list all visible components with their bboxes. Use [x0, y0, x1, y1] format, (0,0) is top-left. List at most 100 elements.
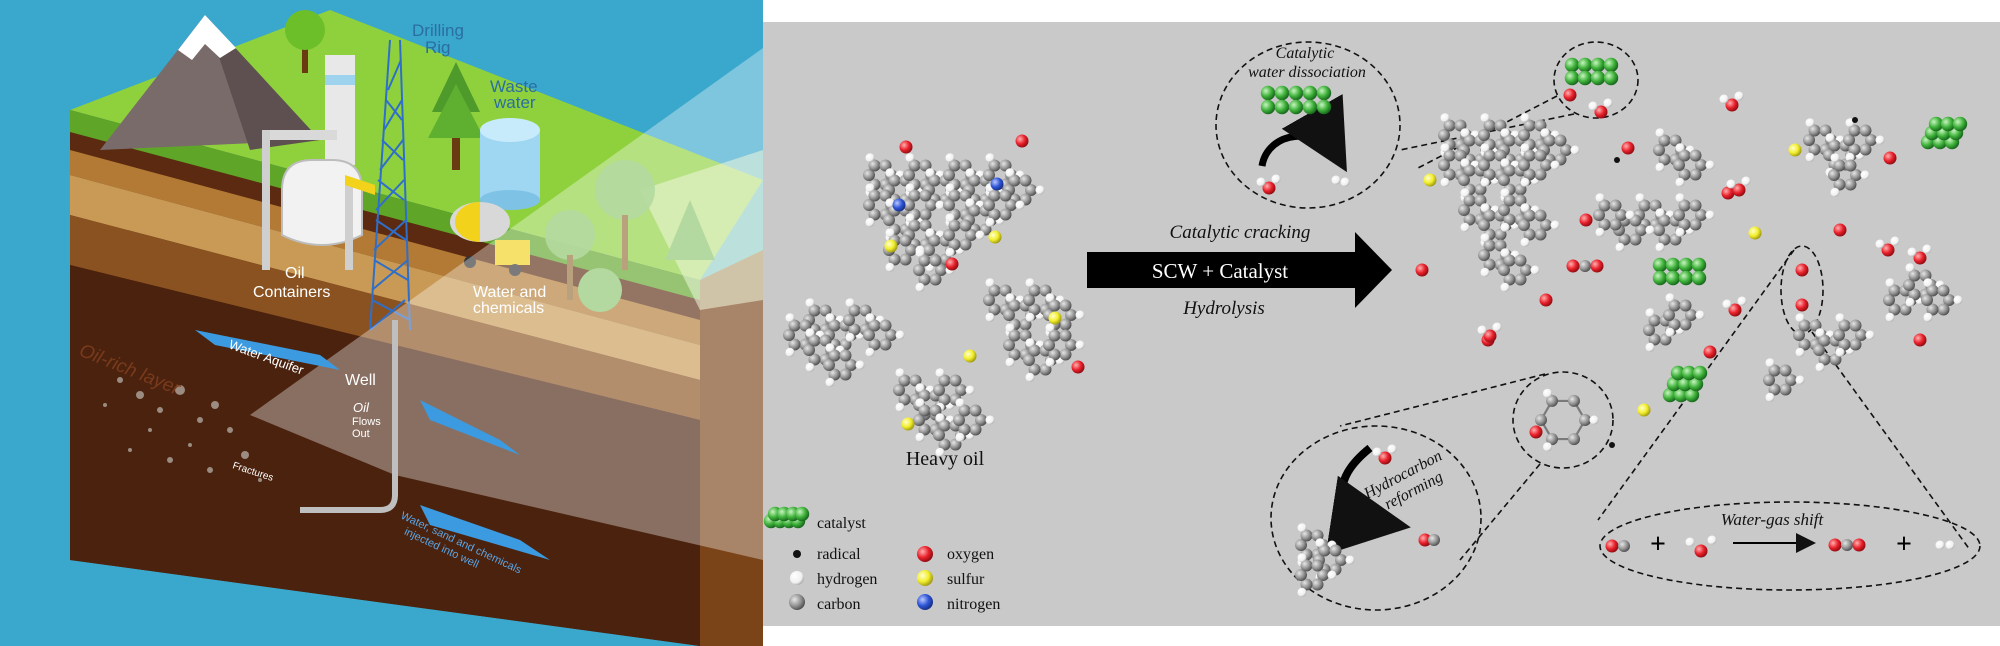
hydrogen-atom [1035, 185, 1045, 195]
carbon-atom [1828, 169, 1840, 181]
carbon-atom [1540, 159, 1552, 171]
hydrogen-atom [1737, 296, 1747, 306]
carbon-atom [1658, 233, 1671, 246]
hydrogen-atom [915, 248, 925, 258]
carbon-atom [969, 423, 982, 436]
carbon-atom [1609, 218, 1622, 231]
carbon-atom [1523, 209, 1536, 222]
dissociation-curved-arrow [1258, 94, 1347, 173]
carbon-atom [1295, 569, 1307, 581]
hydrogen-atom [1815, 362, 1825, 372]
carbon-atom [949, 374, 962, 387]
hydrogen-atom [1480, 203, 1490, 213]
hydrogen-atom [1655, 208, 1665, 218]
hydrogen-atom [1460, 158, 1470, 168]
legend-catalyst-label: catalyst [817, 515, 866, 532]
carbon-atom [1560, 144, 1572, 156]
hydrogen-atom [1905, 297, 1915, 307]
carbon-atom [828, 368, 841, 381]
oxygen-atom [1590, 259, 1604, 273]
hydrogen-atom [1550, 160, 1560, 170]
catalyst-atom [794, 506, 810, 522]
carbon-atom [1458, 204, 1470, 216]
carbon-atom [1028, 344, 1041, 357]
carbon-atom [953, 414, 965, 426]
hydrogen-atom [1025, 372, 1035, 382]
hydrogen-atom [1372, 447, 1382, 457]
carbon-atom [1653, 144, 1665, 156]
carbon-atom [863, 169, 875, 181]
hydrogen-atom [1005, 168, 1015, 178]
hydrogen-atom [1500, 248, 1510, 258]
carbon-atom [1048, 329, 1061, 342]
carbon-atom [988, 303, 1001, 316]
hydrogen-atom [865, 183, 875, 193]
carbon-atom [1926, 303, 1939, 316]
carbon-atom [1019, 174, 1032, 187]
carbon-atom [1609, 199, 1622, 212]
carbon-atom [1534, 228, 1547, 241]
carbon-atom [908, 159, 921, 172]
carbon-atom [1003, 339, 1015, 351]
carbon-atom [883, 214, 895, 226]
carbon-atom [1678, 168, 1691, 181]
catalyst-atom [1274, 85, 1290, 101]
carbon-atom [1540, 219, 1552, 231]
oxygen-atom [1795, 298, 1809, 312]
catalyst-atom [1564, 70, 1580, 86]
carbon-atom [1311, 559, 1324, 572]
hydrogen-atom [1719, 94, 1729, 104]
carbon-atom [903, 199, 915, 211]
catalytic-cracking-label: Catalytic cracking [1170, 222, 1311, 243]
sulfur-atom [1788, 143, 1802, 157]
carbon-atom [1653, 224, 1665, 236]
sulfur-atom [901, 417, 915, 431]
carbon-atom [1818, 334, 1831, 347]
carbon-atom [1579, 414, 1591, 426]
hydrogen-atom [1460, 222, 1470, 232]
drilling-rig-label: Drilling Rig [412, 21, 469, 57]
catalyst-atom [1260, 99, 1276, 115]
water-aquifer-band [195, 330, 340, 370]
carbon-atom [1059, 299, 1072, 312]
hydrogen-atom [1625, 210, 1635, 220]
carbon-atom [1503, 164, 1516, 177]
water-dissociation-callout [1215, 41, 1401, 209]
carbon-atom [1520, 264, 1532, 276]
hydrogen-atom [1890, 236, 1900, 246]
carbon-atom [918, 423, 931, 436]
carbon-atom [1841, 539, 1853, 551]
carbon-atom [918, 254, 931, 267]
carbon-atom [1678, 149, 1691, 162]
oxygen-atom [1852, 538, 1866, 552]
carbon-atom [1629, 233, 1642, 246]
oxygen-atom [1566, 259, 1580, 273]
oxygen-atom [1071, 360, 1085, 374]
hydrocarbon-reforming-callout [1270, 425, 1482, 611]
hydrogen-atom [985, 415, 995, 425]
hydrogen-atom [1865, 330, 1875, 340]
hydrogen-atom [1675, 177, 1685, 187]
legend-hydrogen-label: hydrogen [817, 571, 877, 588]
hydrogen-atom [790, 571, 804, 585]
carbon-atom [1833, 159, 1846, 172]
hydrogen-atom [1885, 278, 1895, 288]
carbon-atom [1689, 218, 1702, 231]
carbon-atom [1803, 134, 1815, 146]
hydrogen-atom [1025, 338, 1035, 348]
carbon-atom [1300, 559, 1313, 572]
carbon-atom [1618, 540, 1630, 552]
hydrogen-atom [1460, 128, 1470, 138]
sulfur-atom [963, 349, 977, 363]
carbon-atom [1883, 294, 1895, 306]
hydrogen-atom [925, 228, 935, 238]
hydrogen-atom [965, 385, 975, 395]
legend-nitrogen-label: nitrogen [947, 596, 1000, 613]
carbon-atom [1648, 333, 1661, 346]
hydrogen-atom [985, 312, 995, 322]
carbon-atom [1568, 394, 1580, 407]
carbon-atom [1695, 209, 1707, 221]
carbon-atom [823, 359, 835, 371]
carbon-atom [1833, 178, 1846, 191]
carbon-atom [888, 174, 901, 187]
